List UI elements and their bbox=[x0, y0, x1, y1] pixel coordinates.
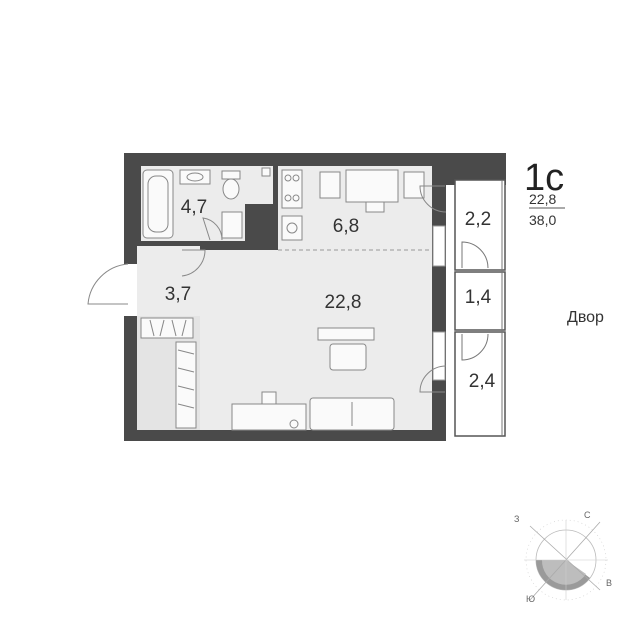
kitchen-area: 6,8 bbox=[333, 216, 359, 237]
hallway-floor bbox=[137, 246, 200, 316]
balconies bbox=[454, 179, 506, 437]
living-room-area: 22,8 bbox=[325, 292, 362, 313]
floor-areas bbox=[137, 166, 432, 430]
hallway-door-arc bbox=[181, 249, 206, 277]
kitchen-fixtures-icon bbox=[281, 169, 425, 241]
balcony-middle-area: 1,4 bbox=[465, 287, 492, 308]
room-area-labels: 4,7 6,8 3,7 22,8 2,2 1,4 2,4 bbox=[165, 197, 496, 392]
windows bbox=[432, 225, 446, 381]
living-door-arc bbox=[419, 365, 447, 393]
bathroom-area: 4,7 bbox=[181, 197, 207, 218]
kitchen-door-arc bbox=[419, 185, 447, 213]
compass-icon: С В Ю З bbox=[514, 510, 612, 604]
bathroom-fixtures-icon bbox=[179, 167, 271, 239]
courtyard-label: Двор bbox=[567, 309, 604, 326]
apartment-type: 1с bbox=[524, 157, 564, 199]
hallway-area: 3,7 bbox=[165, 284, 191, 305]
bathtub-icon bbox=[142, 169, 174, 239]
compass-east: В bbox=[606, 578, 612, 588]
apartment-summary: 1с 22,8 38,0 bbox=[524, 157, 565, 228]
living-furniture-icon bbox=[231, 327, 395, 431]
entrance-door bbox=[87, 263, 137, 316]
compass-north: С bbox=[584, 510, 591, 520]
compass-south: Ю bbox=[526, 594, 535, 604]
balcony-top-area: 2,2 bbox=[465, 209, 491, 230]
wardrobe-icon bbox=[140, 317, 197, 429]
balcony-bottom-area: 2,4 bbox=[469, 371, 496, 392]
compass-west: З bbox=[514, 514, 519, 524]
living-area-value: 22,8 bbox=[529, 191, 556, 207]
bathroom-door-arc bbox=[202, 217, 223, 241]
total-area-value: 38,0 bbox=[529, 212, 556, 228]
